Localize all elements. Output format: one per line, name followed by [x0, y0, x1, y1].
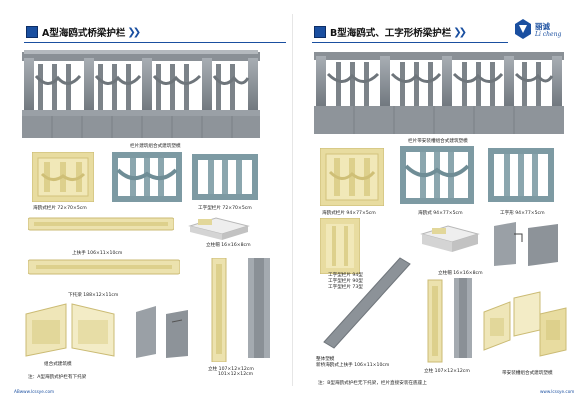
- right-handrail-image: [323, 257, 411, 349]
- left-railing-illustration: [22, 50, 260, 138]
- left-header: A型海鸥式桥梁护栏 ❯❯: [26, 22, 141, 42]
- footer-left: ABwww.lcssye.com: [14, 389, 55, 394]
- gray-block-mold-image: [136, 306, 188, 358]
- square-icon: [314, 26, 326, 38]
- bottom-rail-caption: 下托梁 188×12×11cm: [68, 293, 119, 298]
- footer-right: www.lcssye.com: [540, 389, 575, 394]
- column-caption-2: 101×12×12cm: [218, 372, 254, 377]
- i-type-73: 工字型栏片 73型: [328, 285, 363, 290]
- square-icon: [26, 26, 38, 38]
- combo-mold-image: [25, 303, 115, 357]
- logo-emblem-icon: [515, 19, 531, 39]
- right-gull-panel-image: [400, 146, 474, 204]
- column-mold-image: [211, 258, 270, 362]
- right-post-cap-image: [420, 225, 480, 252]
- post-cap-image: [188, 217, 250, 240]
- right-post-cap-caption: 立柱帽 16×16×8cm: [438, 271, 483, 276]
- right-title: B型海鸥式、工字形桥梁护栏: [330, 28, 452, 39]
- i-mold-caption: 工字型栏片 72×70×5cm: [198, 206, 252, 211]
- right-i-panel-image: [488, 148, 554, 202]
- bottom-rail-mold-image: [28, 259, 180, 275]
- right-railing-illustration: [314, 52, 564, 134]
- right-column-image: [427, 278, 472, 363]
- right-gull-mold-caption: 海鸥式栏片 94×77×5cm: [322, 211, 376, 216]
- gull-mold-caption: 海鸥式栏片 72×70×5cm: [33, 206, 87, 211]
- left-note: 注：A型海鸥式护栏有下托梁: [28, 375, 87, 380]
- handrail-caption: 新桥海鸥式上扶手 106×11×10cm: [316, 363, 390, 368]
- right-column-caption: 立柱 107×12×12cm: [424, 369, 470, 374]
- top-rail-caption: 上扶手 106×11×10cm: [72, 251, 123, 256]
- left-assembly-caption: 栏片建筑组合式建筑塑模: [130, 144, 181, 149]
- right-combo-mold-image: [483, 291, 567, 357]
- double-chevron-icon: ❯❯: [127, 26, 141, 38]
- brand-logo: 丽诚 Li cheng: [513, 18, 568, 44]
- i-type-94: 工字型栏片 94型: [328, 273, 363, 278]
- right-assembly-caption: 栏片带安装槽组合式建筑塑模: [408, 139, 468, 144]
- right-header-rule: [312, 42, 508, 43]
- post-cap-caption: 立柱帽 16×16×8cm: [206, 243, 251, 248]
- right-header: B型海鸥式、工字形桥梁护栏 ❯❯: [314, 22, 467, 42]
- top-rail-mold-image: [28, 217, 174, 231]
- i-type-90: 工字型栏片 90型: [328, 279, 363, 284]
- i-panel-image: [192, 154, 258, 200]
- gull-panel-image: [112, 152, 182, 202]
- left-title: A型海鸥式桥梁护栏: [42, 28, 126, 39]
- whole-mold-caption: 整体塑模: [316, 357, 335, 362]
- gull-panel-mold-image: [32, 152, 94, 202]
- right-gull-mold-image: [320, 148, 384, 206]
- logo-english: Li cheng: [535, 31, 562, 38]
- right-gray-blocks-image: [494, 222, 558, 266]
- right-note: 注：B型海鸥式护栏无下托梁，栏片直接安装在底座上: [318, 381, 427, 386]
- logo-chinese: 丽诚: [535, 22, 550, 31]
- combo-caption: 组合式建筑模: [44, 362, 72, 367]
- column-caption: 立柱 107×12×12cm: [208, 367, 254, 372]
- right-gull-caption: 海鸥式 94×77×5cm: [418, 211, 463, 216]
- page-spine: [292, 14, 293, 386]
- left-header-rule: [24, 42, 286, 43]
- right-combo-caption: 带安装槽组合式建筑塑模: [502, 371, 553, 376]
- double-chevron-icon: ❯❯: [453, 26, 467, 38]
- right-i-caption: 工字形 94×77×5cm: [500, 211, 545, 216]
- right-i-mold-image: [320, 218, 360, 274]
